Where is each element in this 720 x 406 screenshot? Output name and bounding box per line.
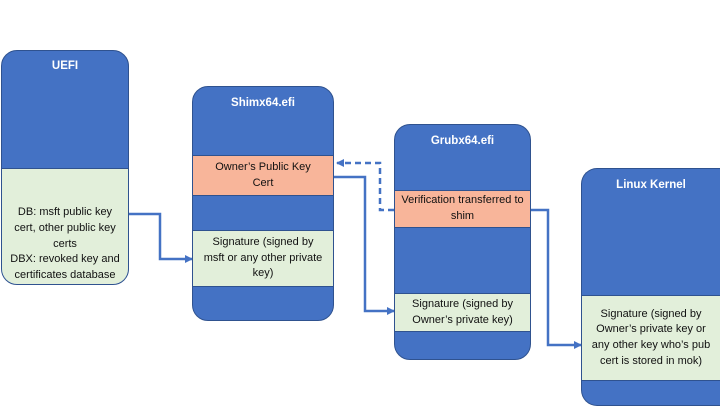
shim-signature-text: Signature (signed by msft or any other p… xyxy=(203,236,323,280)
shim-block: Shimx64.efi Owner’s Public Key Cert Sign… xyxy=(192,86,334,321)
shim-owner-key-text: Owner’s Public Key Cert xyxy=(215,160,311,189)
uefi-block: UEFI DB: msft public key cert, other pub… xyxy=(1,50,129,285)
uefi-dbx-text: DBX: revoked key and certificates databa… xyxy=(10,253,120,281)
kernel-block: Linux Kernel Signature (signed by Owner’… xyxy=(581,168,720,406)
arrow-shim-to-grub xyxy=(333,175,395,315)
grub-signature-band: Signature (signed by Owner’s private key… xyxy=(395,293,530,332)
shim-title: Shimx64.efi xyxy=(231,97,295,109)
arrow-grub-to-kernel xyxy=(530,208,582,349)
kernel-title: Linux Kernel xyxy=(616,179,686,191)
uefi-title: UEFI xyxy=(51,60,79,72)
grub-signature-text: Signature (signed by Owner’s private key… xyxy=(412,297,513,326)
grub-block: Grubx64.efi Verification transferred to … xyxy=(394,124,531,360)
uefi-db-band: DB: msft public key cert, other public k… xyxy=(2,168,128,284)
kernel-signature-text: Signature (signed by Owner’s private key… xyxy=(591,307,711,367)
kernel-signature-band: Signature (signed by Owner’s private key… xyxy=(582,295,720,381)
grub-title: Grubx64.efi xyxy=(430,135,495,147)
uefi-db-text: DB: msft public key cert, other public k… xyxy=(14,206,116,250)
grub-verification-text: Verification transferred to shim xyxy=(401,194,524,222)
shim-signature-band: Signature (signed by msft or any other p… xyxy=(193,230,333,287)
arrow-uefi-to-shim xyxy=(128,212,193,263)
grub-verification-band: Verification transferred to shim xyxy=(395,190,530,228)
arrow-grub-to-shim-dashed xyxy=(336,159,394,212)
shim-owner-key-band: Owner’s Public Key Cert xyxy=(193,155,333,196)
